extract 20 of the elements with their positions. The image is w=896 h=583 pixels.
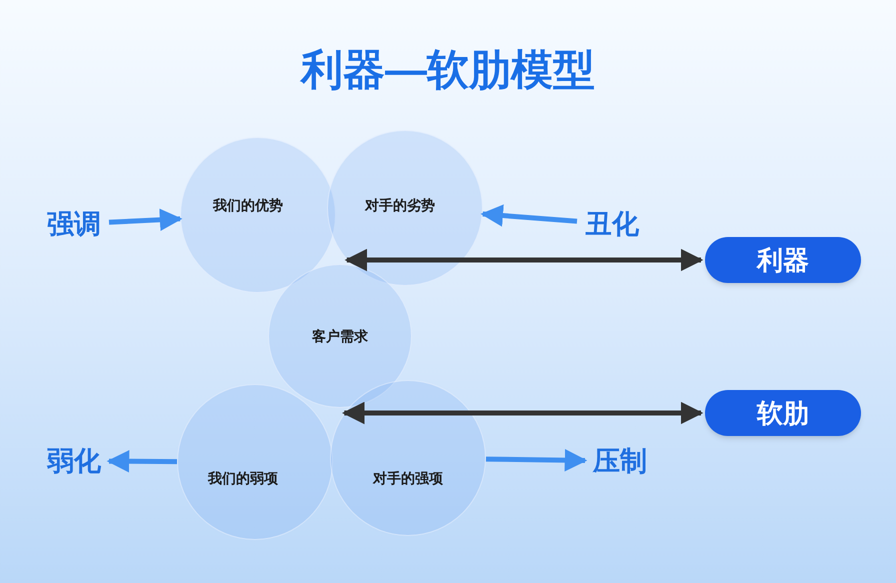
- pill-label: 软肋: [757, 396, 809, 430]
- pill-box: [705, 237, 861, 283]
- circle-label: 我们的优势: [213, 196, 283, 214]
- pill-box: [705, 390, 861, 436]
- action-label: 强调: [47, 208, 101, 241]
- circle-label: 我们的弱项: [208, 468, 278, 488]
- arrow: [108, 208, 182, 232]
- circle-label: 对手的劣势: [365, 196, 435, 214]
- arrow: [106, 450, 178, 473]
- double-arrow: [342, 402, 704, 424]
- double-arrow: [344, 248, 704, 272]
- title: 利器—软肋模型: [301, 45, 595, 95]
- arrow: [480, 204, 578, 227]
- circle-label: 客户需求: [312, 326, 368, 346]
- action-label: 压制: [593, 444, 647, 478]
- action-label: 丑化: [585, 208, 639, 241]
- arrow: [486, 448, 588, 472]
- action-label: 弱化: [47, 444, 101, 478]
- pill-label: 利器: [757, 244, 809, 276]
- circle-label: 对手的强项: [373, 468, 443, 488]
